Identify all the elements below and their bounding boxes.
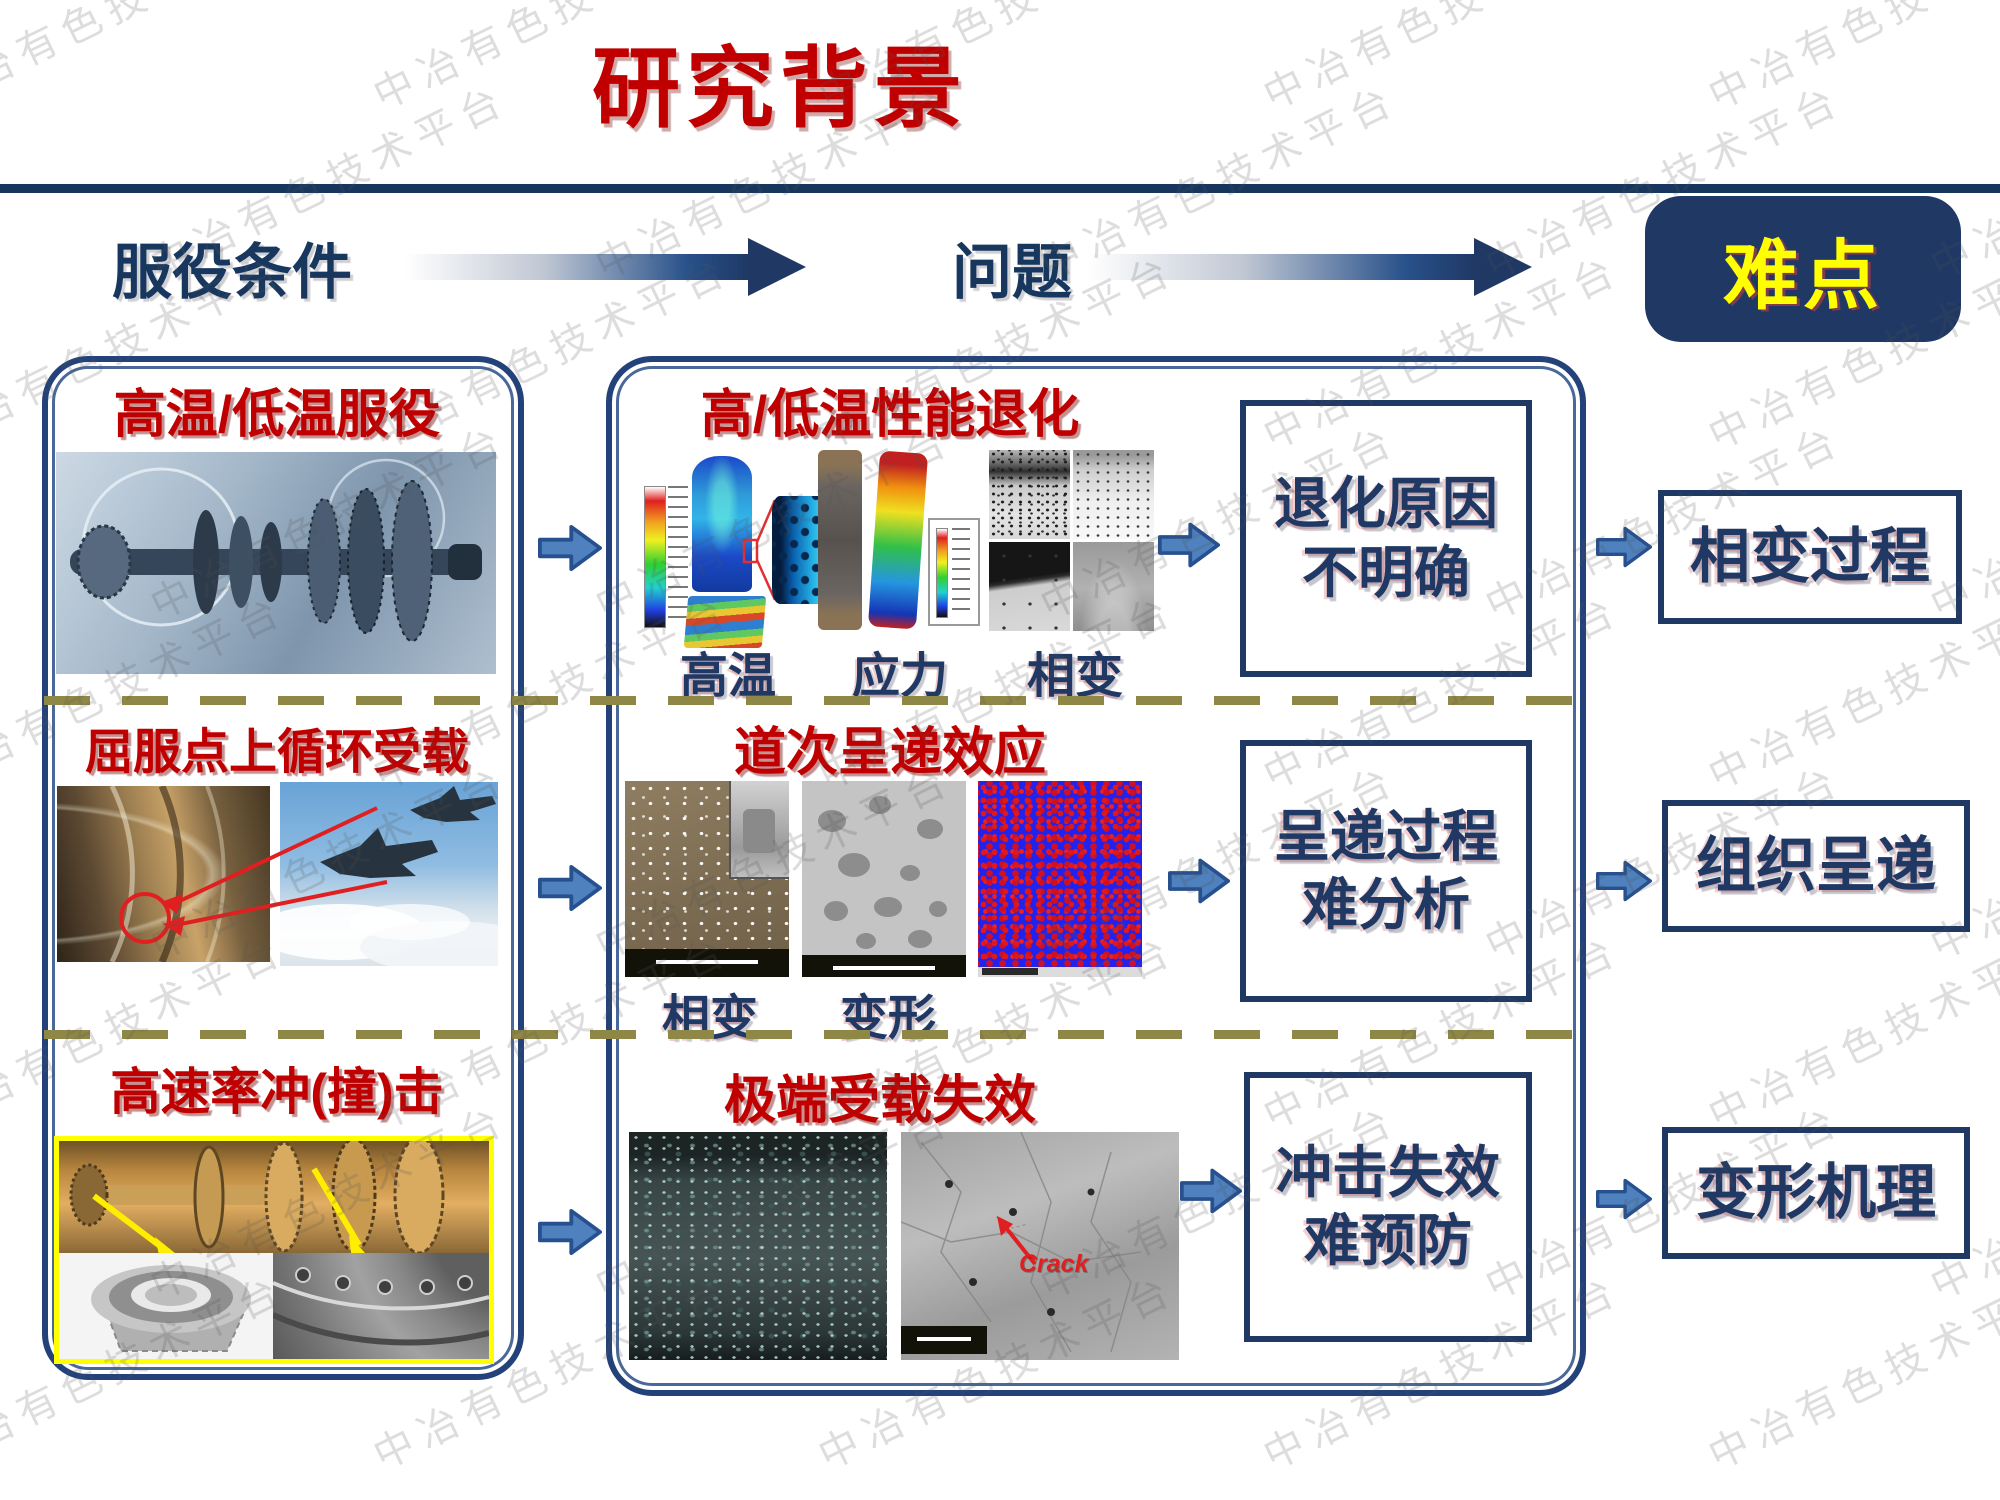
row1-difficulty-label: 相变过程 [1690, 523, 1930, 591]
row2-arrow-condition-to-problem-icon [538, 864, 602, 912]
row2-red-annotation [119, 806, 388, 944]
row1-label-phase: 相变 [1026, 650, 1123, 703]
row3-impact-composite-image [54, 1136, 494, 1364]
flow-gradient-arrow-1-shaft [405, 254, 750, 280]
row3-problem-title: 极端受载失效 [723, 1072, 1036, 1130]
watermark-text: 中冶有色技术平台 [0, 0, 294, 119]
row2-condition-title: 屈服点上循环受载 [84, 726, 469, 779]
row1-gas-turbine-image [56, 452, 496, 674]
fea-colorbar [644, 486, 666, 628]
row1-label-temperature: 高温 [679, 650, 776, 703]
row2-sem-phase-image [625, 781, 789, 977]
micrograph-quadrant-2 [1073, 450, 1154, 539]
row3-arrow-problem-to-issue-icon [1180, 1168, 1242, 1214]
row3-issue-line1: 冲击失效 [1276, 1140, 1500, 1204]
row-divider-2 [44, 1030, 1574, 1039]
row1-arrow-issue-to-difficulty-icon [1596, 526, 1652, 568]
row1-arrow-condition-to-problem-icon [538, 524, 602, 572]
row2-sem-deformation-image [802, 781, 966, 977]
fea-blade-simulation-image [692, 456, 752, 592]
sem-inset-image [729, 781, 789, 879]
row2-issue-box: 呈递过程 难分析 [1240, 740, 1532, 1002]
header-service-conditions: 服役条件 [112, 239, 352, 306]
sem-brown-scalebar [625, 949, 789, 977]
micrograph-scalebar [901, 1326, 987, 1354]
watermark-text: 中冶有色技术平台 [1701, 1266, 2000, 1479]
fighter-jets-illustration [280, 786, 498, 966]
row2-ebsd-phase-map-image [978, 781, 1142, 977]
engine-casing-image [273, 1253, 489, 1359]
row2-difficulty-label: 组织呈递 [1696, 832, 1936, 900]
row1-difficulty-box: 相变过程 [1658, 490, 1962, 624]
row2-issue-line2: 难分析 [1302, 873, 1470, 936]
row2-issue-line1: 呈递过程 [1274, 804, 1498, 868]
test-specimen-photo [818, 450, 862, 630]
row3-arrow-condition-to-problem-icon [538, 1208, 602, 1256]
difficulties-badge: 难点 [1645, 196, 1961, 342]
micrograph-quadrant-4 [1073, 542, 1154, 631]
engine-disc-arcs [109, 786, 226, 962]
micrograph-quadrant-3 [989, 542, 1070, 631]
row3-arrow-issue-to-difficulty-icon [1596, 1178, 1652, 1220]
row3-difficulty-box: 变形机理 [1662, 1127, 1970, 1259]
row-divider-1 [44, 696, 1574, 705]
gas-turbine-illustration [70, 458, 482, 642]
micrograph-quadrant-1 [989, 450, 1070, 539]
micrograph-details [901, 1132, 1142, 1353]
row2-problem-title: 道次呈递效应 [733, 724, 1046, 782]
sem-gray-scalebar [802, 955, 966, 977]
fea-legend-ticks [952, 528, 970, 616]
header-problems: 问题 [952, 239, 1072, 306]
row2-arrow-problem-to-issue-icon [1168, 858, 1230, 904]
row1-label-stress: 应力 [851, 650, 948, 703]
ebsd-scalebar [982, 968, 1038, 975]
row3-condition-title: 高速率冲(撞)击 [110, 1064, 444, 1120]
row2-fighter-jets-photo [280, 782, 498, 966]
crack-label: Crack [1019, 1250, 1089, 1278]
watermark-text: 中冶有色技术平台 [1701, 0, 2000, 119]
bearing-illustration [91, 1265, 251, 1352]
row1-condition-title: 高温/低温服役 [113, 386, 441, 444]
ebsd-bottom-strip [978, 967, 1142, 977]
sem-inset-particle [743, 809, 775, 853]
bearing-image [59, 1253, 273, 1359]
fea-colorbar-ticks [668, 486, 688, 626]
row3-issue-box: 冲击失效 难预防 [1244, 1072, 1532, 1342]
row3-fracture-surface-image [629, 1132, 887, 1360]
row3-issue-line2: 难预防 [1304, 1209, 1472, 1272]
row3-crack-micrograph-image: Crack [901, 1132, 1179, 1360]
row1-problem-title: 高/低温性能退化 [700, 386, 1080, 444]
flow-gradient-arrow-2-shaft [1088, 254, 1476, 280]
rotor-illustration [69, 1141, 445, 1253]
flow-gradient-arrow-1-head [748, 238, 806, 296]
casing-bolts [273, 1267, 489, 1346]
flow-gradient-arrow-2-head [1474, 238, 1532, 296]
problems-panel [606, 356, 1586, 1396]
fea-legend-colorbar [936, 528, 948, 618]
micrograph-grid-image [989, 450, 1154, 631]
row1-issue-line1: 退化原因 [1274, 472, 1498, 536]
fea-legend-box [928, 518, 980, 626]
watermark-text: 中冶有色技术平台 [1701, 926, 2000, 1139]
difficulties-badge-label: 难点 [1723, 234, 1883, 319]
row1-issue-line2: 不明确 [1302, 540, 1470, 604]
title-divider [0, 184, 2000, 193]
service-conditions-panel [42, 356, 524, 1380]
row1-issue-box: 退化原因 不明确 [1240, 400, 1532, 677]
rotor-photo [59, 1141, 489, 1253]
watermark-text: 中冶有色技术平台 [1256, 0, 1629, 119]
row2-difficulty-box: 组织呈递 [1662, 800, 1970, 932]
row3-difficulty-label: 变形机理 [1696, 1159, 1936, 1227]
page-title: 研究背景 [591, 39, 968, 138]
row2-arrow-issue-to-difficulty-icon [1596, 860, 1652, 902]
row1-arrow-problem-to-issue-icon [1158, 522, 1220, 568]
sem-gray-precipitates [818, 796, 947, 949]
zoom-callout-lines [742, 499, 776, 601]
